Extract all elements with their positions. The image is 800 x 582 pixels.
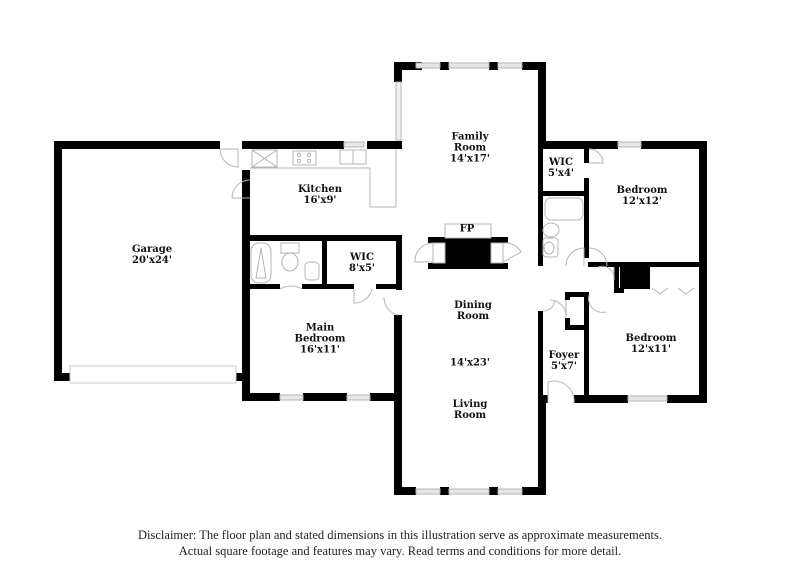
living-room-name-2: Room bbox=[453, 410, 487, 421]
family-room-dims: 14'x17' bbox=[450, 153, 490, 165]
family-room-label: Family Room 14'x17' bbox=[450, 132, 490, 165]
wic-small-label: WIC 5'x4' bbox=[548, 157, 574, 179]
garage-name: Garage bbox=[131, 244, 173, 255]
garage-dims: 20'x24' bbox=[132, 255, 172, 266]
floor-plan bbox=[54, 62, 707, 495]
disclaimer-line-1: Disclaimer: The floor plan and stated di… bbox=[138, 528, 662, 542]
wic-main-label: WIC 8'x5' bbox=[349, 252, 375, 274]
bedroom-lower-name: Bedroom bbox=[625, 333, 677, 344]
living-dining-dims: 14'x23' bbox=[450, 357, 490, 369]
living-room-label: Living Room bbox=[453, 399, 488, 421]
kitchen-label: Kitchen 16'x9' bbox=[298, 184, 342, 206]
living-dining-dims-label: 14'x23' bbox=[450, 358, 490, 369]
main-bedroom-name-2: Bedroom bbox=[294, 333, 346, 345]
dining-room-name-1: Dining bbox=[454, 300, 492, 311]
foyer-label: Foyer 5'x7' bbox=[549, 350, 580, 372]
kitchen-dims: 16'x9' bbox=[303, 195, 337, 206]
bedroom-upper-label: Bedroom 12'x12' bbox=[617, 185, 668, 207]
living-room-name-1: Living bbox=[452, 399, 488, 410]
dining-room-name-2: Room bbox=[456, 311, 490, 322]
wic-main-dims: 8'x5' bbox=[348, 263, 376, 274]
wic-main-name: WIC bbox=[350, 252, 374, 263]
garage-label: Garage 20'x24' bbox=[132, 244, 172, 266]
bedroom-lower-dims: 12'x11' bbox=[631, 344, 671, 355]
disclaimer: Disclaimer: The floor plan and stated di… bbox=[0, 527, 800, 559]
wic-small-dims: 5'x4' bbox=[547, 168, 575, 179]
family-room-name-2: Room bbox=[453, 142, 487, 154]
bedroom-upper-dims: 12'x12' bbox=[622, 196, 662, 207]
fireplace-name: FP bbox=[459, 223, 475, 235]
disclaimer-line-2: Actual square footage and features may v… bbox=[178, 544, 622, 558]
foyer-name: Foyer bbox=[548, 350, 580, 361]
fixtures bbox=[69, 62, 695, 495]
foyer-dims: 5'x7' bbox=[550, 361, 578, 372]
bedroom-lower-label: Bedroom 12'x11' bbox=[626, 333, 677, 355]
family-room-name-1: Family bbox=[451, 131, 489, 143]
bedroom-upper-name: Bedroom bbox=[616, 185, 668, 196]
kitchen-name: Kitchen bbox=[297, 184, 343, 195]
walls bbox=[54, 62, 707, 495]
main-bedroom-label: Main Bedroom 16'x11' bbox=[295, 323, 346, 356]
fireplace-label: FP bbox=[460, 224, 475, 235]
dining-room-label: Dining Room bbox=[454, 300, 492, 322]
main-bedroom-dims: 16'x11' bbox=[300, 344, 340, 356]
main-bedroom-name-1: Main bbox=[305, 322, 335, 334]
wic-small-name: WIC bbox=[549, 157, 573, 168]
